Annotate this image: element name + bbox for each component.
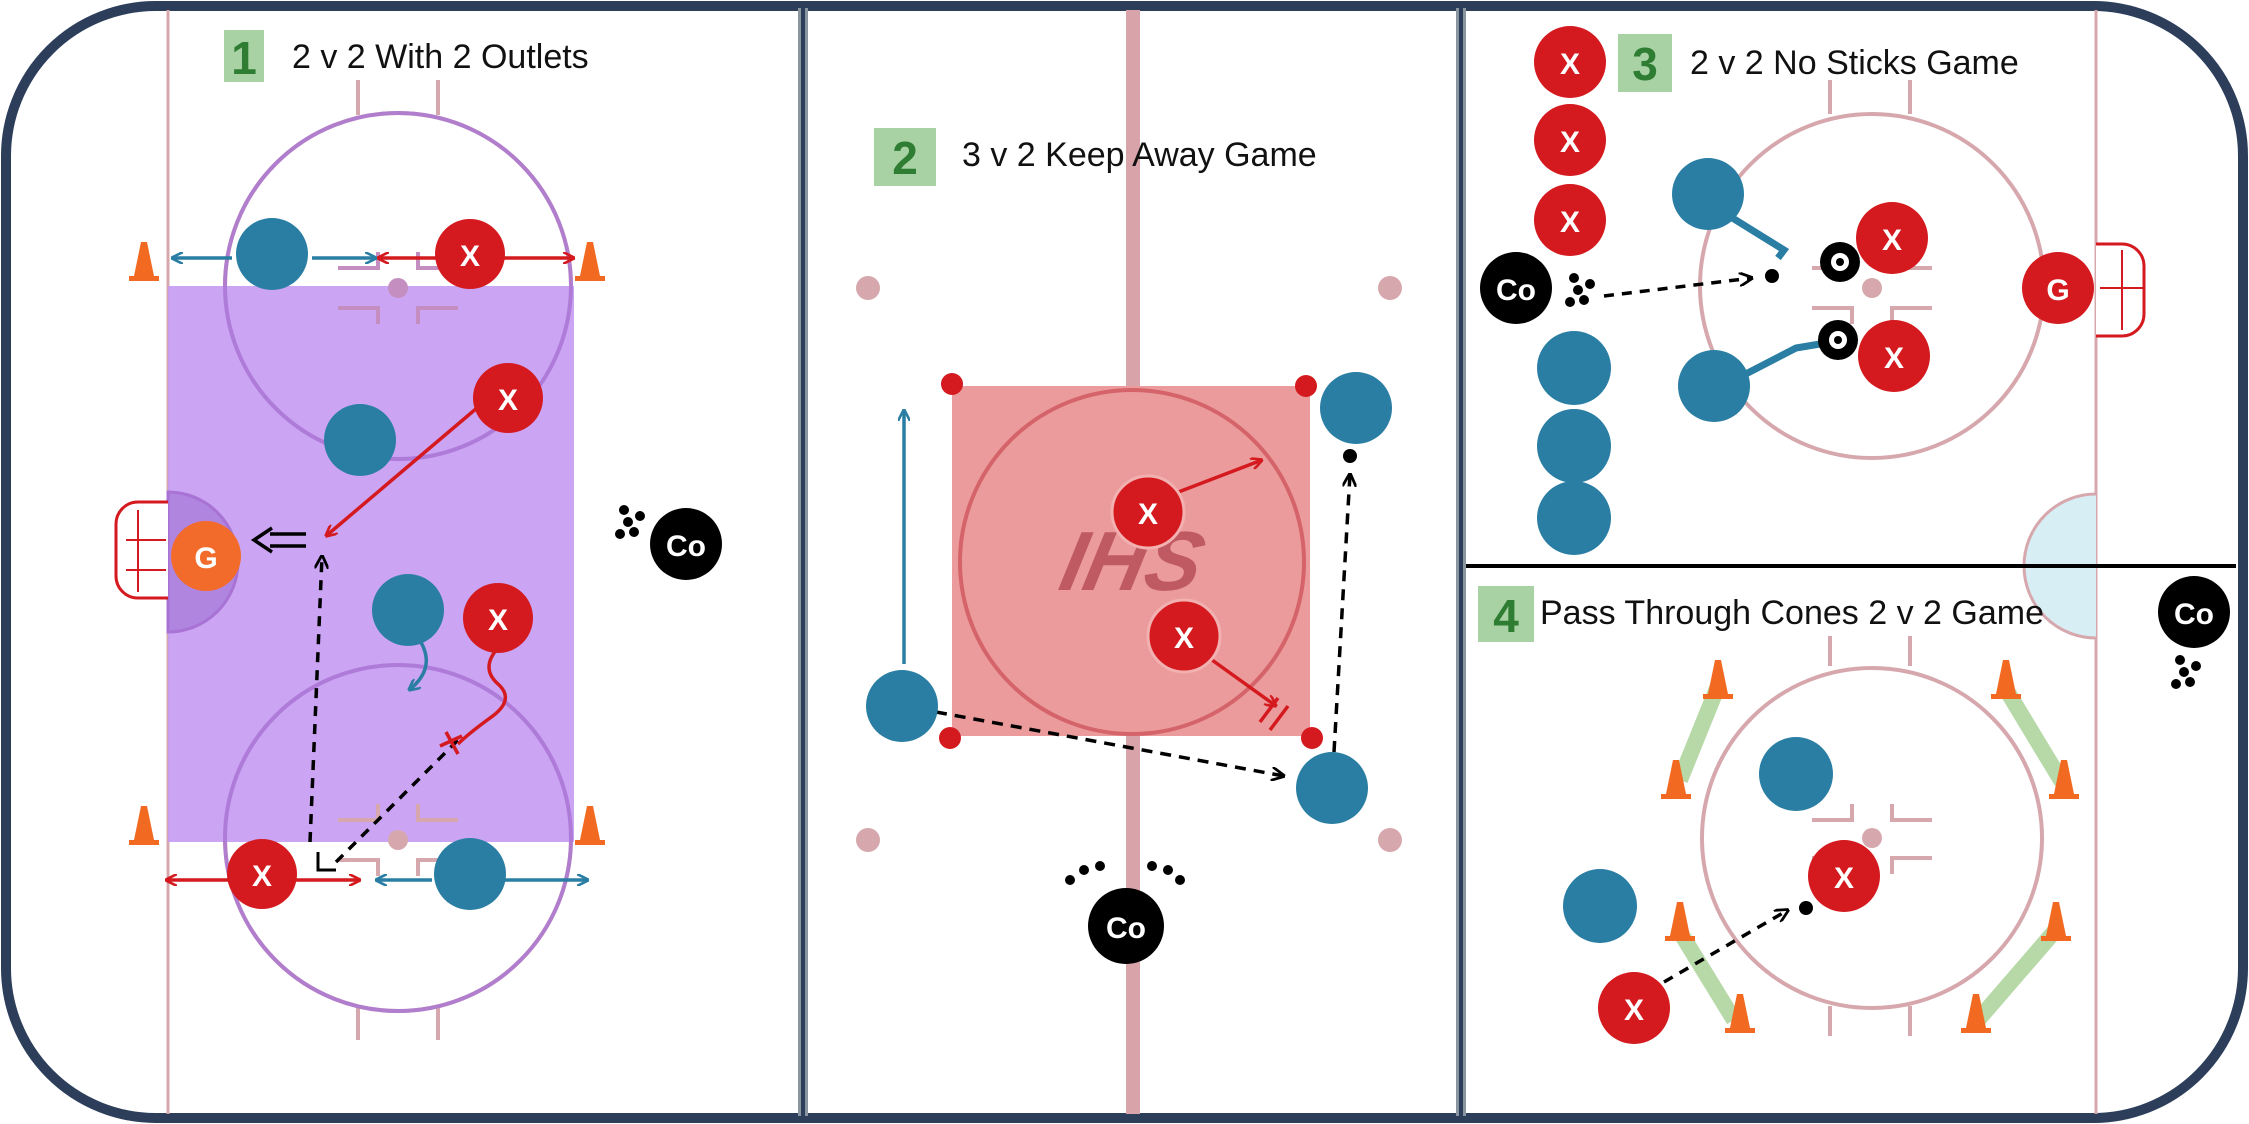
coach: Co bbox=[650, 508, 722, 580]
faceoff-dot bbox=[388, 830, 408, 850]
coach: Co bbox=[1480, 252, 1552, 324]
offensive-player bbox=[1296, 752, 1368, 824]
defender: X bbox=[473, 363, 543, 433]
svg-text:Co: Co bbox=[1106, 912, 1146, 945]
panel-3: 3 2 v 2 No Sticks Game X X X Co X X G bbox=[1480, 10, 2146, 1114]
drill-number-badge bbox=[1478, 586, 1534, 642]
defender: X bbox=[1110, 474, 1186, 550]
faceoff-dot bbox=[388, 278, 408, 298]
drill-number-badge bbox=[224, 30, 264, 82]
drill-title: 2 v 2 With 2 Outlets bbox=[292, 38, 589, 76]
goal-net bbox=[114, 500, 168, 600]
drill-number-badge bbox=[874, 128, 936, 186]
svg-text:X: X bbox=[498, 384, 518, 417]
svg-text:Co: Co bbox=[2174, 598, 2214, 631]
defender: X bbox=[1856, 202, 1928, 274]
offensive-player bbox=[324, 404, 396, 476]
drill-title: Pass Through Cones 2 v 2 Game bbox=[1540, 594, 2044, 632]
svg-text:X: X bbox=[1882, 224, 1902, 257]
defender: X bbox=[463, 583, 533, 653]
svg-text:X: X bbox=[252, 860, 272, 893]
svg-text:X: X bbox=[488, 604, 508, 637]
offensive-player bbox=[1537, 481, 1611, 555]
offensive-player bbox=[236, 218, 308, 290]
offensive-player bbox=[1320, 372, 1392, 444]
tire-icon bbox=[1820, 242, 1860, 282]
defender: X bbox=[435, 219, 505, 289]
offensive-player bbox=[866, 670, 938, 742]
goal-net bbox=[2096, 242, 2146, 338]
defender: X bbox=[1534, 184, 1606, 256]
defender: X bbox=[1598, 972, 1670, 1044]
offensive-player bbox=[434, 838, 506, 910]
defender: X bbox=[1534, 26, 1606, 98]
svg-text:X: X bbox=[1560, 48, 1580, 81]
svg-text:X: X bbox=[1834, 862, 1854, 895]
drill-number-badge bbox=[1618, 34, 1672, 92]
defender: X bbox=[1858, 320, 1930, 392]
coach: Co bbox=[1088, 888, 1164, 964]
offensive-player bbox=[372, 574, 444, 646]
svg-text:X: X bbox=[1174, 622, 1194, 655]
goalie: G bbox=[171, 521, 241, 591]
svg-text:Co: Co bbox=[1496, 274, 1536, 307]
defender: X bbox=[1534, 104, 1606, 176]
svg-text:X: X bbox=[460, 240, 480, 273]
shot-arrow bbox=[270, 532, 306, 548]
drill-number: 4 bbox=[1493, 590, 1519, 642]
panel-4: 4 Pass Through Cones 2 v 2 Game Co X X bbox=[1478, 576, 2230, 1044]
drill-number: 1 bbox=[231, 32, 257, 84]
tire-icon bbox=[1818, 320, 1858, 360]
drill-title: 3 v 2 Keep Away Game bbox=[962, 136, 1317, 174]
svg-text:X: X bbox=[1560, 126, 1580, 159]
svg-text:X: X bbox=[1560, 206, 1580, 239]
goalie: G bbox=[2022, 252, 2094, 324]
offensive-player bbox=[1563, 869, 1637, 943]
drill-number: 2 bbox=[892, 132, 918, 184]
puck-pile bbox=[1065, 861, 1185, 885]
offensive-player bbox=[1678, 350, 1750, 422]
keep-away-zone bbox=[952, 386, 1310, 736]
offensive-player bbox=[1759, 737, 1833, 811]
offensive-player bbox=[1537, 331, 1611, 405]
offensive-player bbox=[1537, 409, 1611, 483]
drill-title: 2 v 2 No Sticks Game bbox=[1690, 44, 2019, 82]
defender: X bbox=[227, 839, 297, 909]
svg-text:X: X bbox=[1138, 498, 1158, 531]
drill-number: 3 bbox=[1632, 38, 1658, 90]
svg-text:Co: Co bbox=[666, 530, 706, 563]
svg-text:G: G bbox=[2046, 274, 2069, 307]
panel-2: IHS 2 3 v 2 Keep Away Game X X Co bbox=[856, 10, 1402, 1114]
coach: Co bbox=[2158, 576, 2230, 648]
svg-text:X: X bbox=[1624, 994, 1644, 1027]
defender: X bbox=[1808, 840, 1880, 912]
offensive-player bbox=[1672, 158, 1744, 230]
svg-text:G: G bbox=[194, 542, 217, 575]
defender: X bbox=[1146, 598, 1222, 674]
panel-1: 1 2 v 2 With 2 Outlets bbox=[114, 10, 722, 1114]
svg-text:X: X bbox=[1884, 342, 1904, 375]
